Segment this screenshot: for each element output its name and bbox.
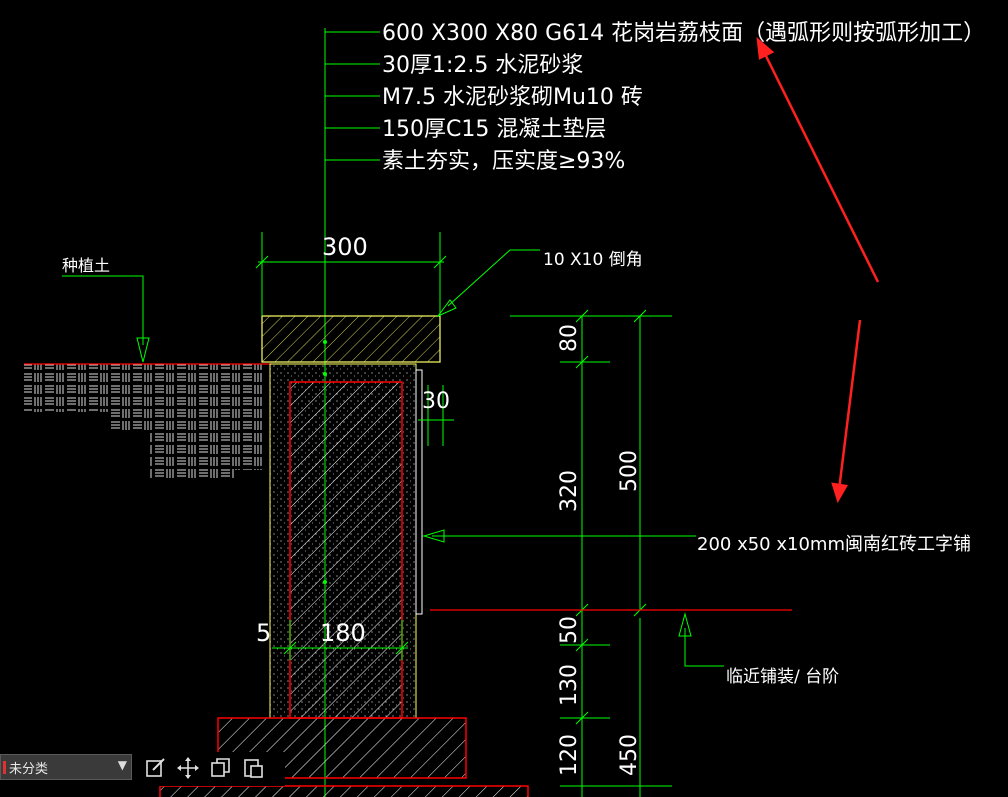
- dim-120-label: 120: [557, 734, 582, 776]
- layer-notes: 600 X300 X80 G614 花岗岩荔枝面（遇弧形则按弧形加工） 30厚1…: [382, 21, 985, 174]
- note-layer-5: 素土夯实，压实度≥93%: [382, 149, 625, 174]
- planting-soil-label: 种植土: [62, 256, 110, 275]
- dim-300-label: 300: [322, 233, 368, 261]
- chevron-down-icon: ▼: [117, 758, 127, 772]
- note-layer-3: M7.5 水泥砂浆砌Mu10 砖: [382, 85, 643, 110]
- dim-500-label: 500: [617, 450, 642, 492]
- copy-icon[interactable]: [208, 755, 234, 781]
- vertical-dim-labels: 80 320 500 50 130 120 450: [557, 324, 642, 776]
- planting-soil-label-group: 种植土: [62, 256, 150, 363]
- planting-soil-hatch: [24, 364, 262, 480]
- dim-80-label: 80: [557, 324, 582, 352]
- note-layer-1: 600 X300 X80 G614 花岗岩荔枝面（遇弧形则按弧形加工）: [382, 21, 985, 46]
- adjacent-paving-label: 临近铺装/ 台阶: [726, 667, 839, 687]
- dim-cap-width: [255, 232, 447, 316]
- note-layer-4: 150厚C15 混凝土垫层: [382, 117, 606, 142]
- layer-dropdown[interactable]: 未分类 ▼: [0, 754, 132, 780]
- dim-wall-width: [272, 620, 409, 660]
- dim-50-label: 50: [557, 616, 582, 644]
- chamfer-label: 10 X10 倒角: [543, 250, 643, 270]
- dim-130-label: 130: [557, 664, 582, 706]
- paste-icon[interactable]: [241, 755, 267, 781]
- leader-ticks: [325, 31, 380, 161]
- dim-320-label: 320: [557, 470, 582, 512]
- dim-5-label: 5: [256, 619, 271, 647]
- brick-face-label: 200 x50 x10mm闽南红砖工字铺: [697, 534, 971, 555]
- brick-core: [289, 381, 403, 719]
- dim-30-label: 30: [422, 389, 450, 414]
- red-annotation-arrows: [756, 36, 880, 504]
- adjacent-paving-callout: 临近铺装/ 台阶: [678, 612, 839, 687]
- note-layer-2: 30厚1:2.5 水泥砂浆: [382, 53, 583, 78]
- layer-color-swatch: [3, 761, 6, 774]
- move-icon[interactable]: [175, 755, 201, 781]
- granite-cap: [261, 315, 441, 363]
- chamfer-callout: 10 X10 倒角: [436, 249, 643, 318]
- face-brick-strip: [415, 369, 423, 615]
- layer-name: 未分类: [9, 762, 49, 777]
- dim-450-label: 450: [617, 734, 642, 776]
- center-markers: [323, 340, 327, 584]
- dim-180-label: 180: [320, 619, 366, 647]
- edit-icon[interactable]: [143, 755, 169, 781]
- brick-face-callout: 200 x50 x10mm闽南红砖工字铺: [422, 529, 971, 555]
- vertical-dim-chain: [510, 309, 672, 797]
- dim-30: [418, 385, 454, 446]
- concrete-base: [159, 785, 529, 797]
